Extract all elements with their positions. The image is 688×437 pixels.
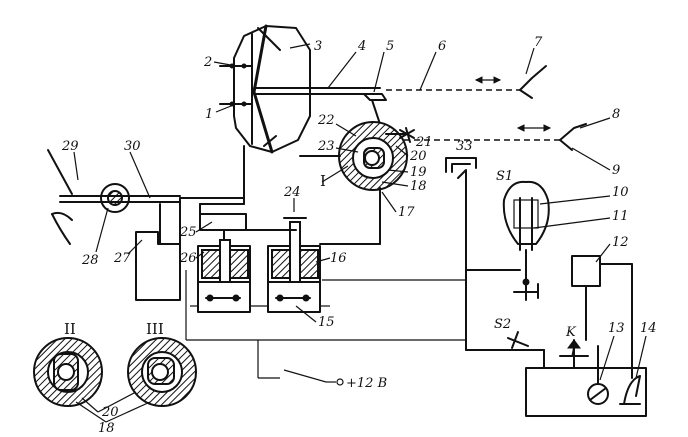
- label-part-27: 27: [113, 251, 131, 266]
- label-part-1: 1: [205, 107, 213, 122]
- label-part-5: 5: [386, 39, 394, 54]
- label-switch-s1: S1: [496, 169, 513, 184]
- pressure-switch-s1: [465, 180, 550, 301]
- label-switch-s2: S2: [494, 317, 511, 332]
- label-part-25: 25: [179, 225, 197, 240]
- label-inset-part-18: 18: [98, 421, 115, 436]
- label-switch-k: K: [565, 325, 577, 340]
- label-inset-part-20: 20: [101, 405, 119, 420]
- label-part-15: 15: [318, 315, 335, 330]
- label-part-21: 21: [415, 135, 433, 150]
- solenoid-valve-right: [267, 217, 321, 313]
- leader-lines: [73, 43, 647, 381]
- label-part-18: 18: [410, 179, 427, 194]
- control-unit: [525, 339, 647, 417]
- label-part-13: 13: [608, 321, 625, 336]
- label-part-16: 16: [330, 251, 347, 266]
- label-part-19: 19: [410, 165, 427, 180]
- label-part-11: 11: [612, 209, 629, 224]
- label-part-8: 8: [612, 107, 620, 122]
- label-supply-voltage: +12 B: [346, 376, 387, 391]
- brake-valve-28: [59, 183, 181, 213]
- label-part-6: 6: [438, 39, 446, 54]
- air-tube-33: [445, 157, 477, 351]
- label-section-i: I: [320, 172, 326, 190]
- label-part-2: 2: [203, 55, 212, 70]
- label-part-29: 29: [61, 139, 79, 154]
- solenoid-valve-left: [197, 213, 251, 313]
- label-section-iii: III: [146, 320, 164, 338]
- label-part-20: 20: [409, 149, 427, 164]
- throttle-linkage: [384, 65, 587, 151]
- inset-section-iii: [127, 337, 197, 407]
- label-part-17: 17: [398, 205, 415, 220]
- relay-12: [571, 255, 633, 379]
- label-part-24: 24: [283, 185, 301, 200]
- vacuum-pipes: [159, 145, 381, 245]
- part-labels: 1 2 3 4 5 6 7 8 9 10 11 12 13 14 15 16 1…: [61, 35, 657, 436]
- label-part-3: 3: [314, 39, 322, 54]
- rotary-valve-section: [299, 121, 415, 191]
- vacuum-chamber: [219, 24, 311, 154]
- label-part-30: 30: [124, 139, 141, 154]
- label-part-12: 12: [612, 235, 629, 250]
- inset-leaders: [75, 391, 151, 423]
- label-part-4: 4: [357, 39, 366, 54]
- label-part-22: 22: [317, 113, 335, 128]
- label-part-28: 28: [81, 253, 99, 268]
- label-part-7: 7: [534, 35, 543, 50]
- label-part-26: 26: [179, 251, 197, 266]
- label-section-ii: II: [64, 320, 76, 338]
- label-part-14: 14: [640, 321, 657, 336]
- label-part-10: 10: [612, 185, 629, 200]
- switch-s2: [465, 331, 545, 351]
- label-part-33: 33: [456, 139, 473, 154]
- vacuum-tank: [135, 231, 181, 301]
- label-part-9: 9: [612, 163, 620, 178]
- inset-section-ii: [33, 337, 103, 407]
- pedal-29: [47, 149, 73, 245]
- label-part-23: 23: [317, 139, 335, 154]
- wiring: [185, 270, 466, 386]
